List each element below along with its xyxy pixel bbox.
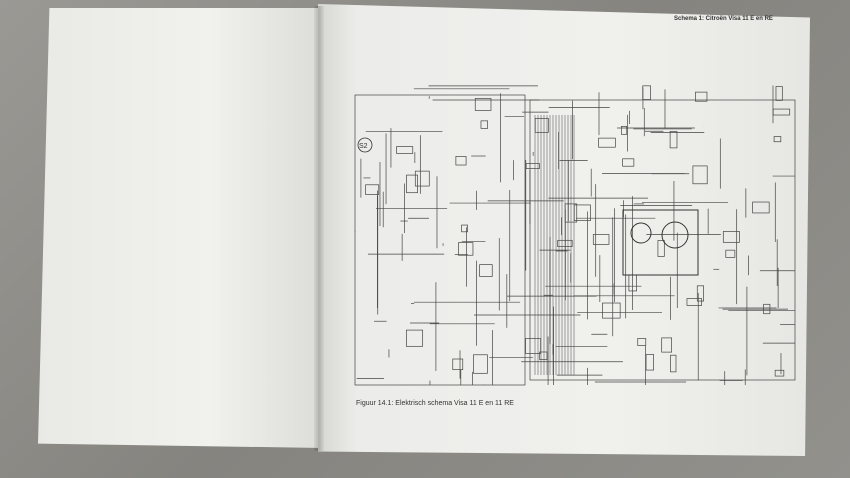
wire <box>592 234 610 245</box>
wire <box>661 337 673 353</box>
wire <box>529 99 796 381</box>
wire <box>752 201 770 214</box>
instrument-cluster <box>622 209 699 276</box>
page-header: Schema 1: Citroën Visa 11 E en RE <box>674 16 773 22</box>
left-page <box>38 8 323 448</box>
wire <box>602 302 621 319</box>
wire <box>725 249 736 258</box>
wire <box>534 117 549 133</box>
wire <box>622 158 635 167</box>
wire <box>396 146 414 154</box>
wire <box>642 85 651 100</box>
wire <box>598 137 616 148</box>
wire <box>774 369 785 377</box>
wire <box>405 329 424 347</box>
book-gutter <box>314 6 324 451</box>
gauge <box>630 222 652 244</box>
wire <box>696 285 704 302</box>
diagram-label-circle <box>357 137 373 153</box>
wire <box>406 174 418 194</box>
wire <box>414 170 430 187</box>
wire <box>452 358 464 371</box>
wire <box>473 354 488 374</box>
wire <box>365 184 380 195</box>
wire <box>670 354 677 373</box>
wire <box>461 224 468 233</box>
wire <box>722 231 740 243</box>
diagram-label: S2 <box>359 143 368 150</box>
wire <box>480 120 488 129</box>
wire <box>455 156 467 166</box>
wire <box>775 86 783 101</box>
wire <box>763 303 771 315</box>
wire <box>525 163 540 169</box>
wire <box>695 91 708 102</box>
wire <box>686 298 702 306</box>
wire <box>773 136 782 143</box>
wire <box>479 264 493 277</box>
wire <box>458 242 474 256</box>
wire <box>354 94 526 386</box>
wire <box>669 131 678 149</box>
gauge <box>661 221 689 249</box>
wire <box>772 108 791 116</box>
wire <box>657 240 665 257</box>
figure-caption: Figuur 14.1: Elektrisch schema Visa 11 E… <box>356 400 514 407</box>
wire <box>474 98 492 111</box>
wire <box>645 354 654 371</box>
wire <box>621 125 628 135</box>
wire <box>692 165 708 185</box>
wire <box>637 338 647 346</box>
wiring-diagram: S2 <box>354 85 796 386</box>
wire <box>525 338 542 354</box>
